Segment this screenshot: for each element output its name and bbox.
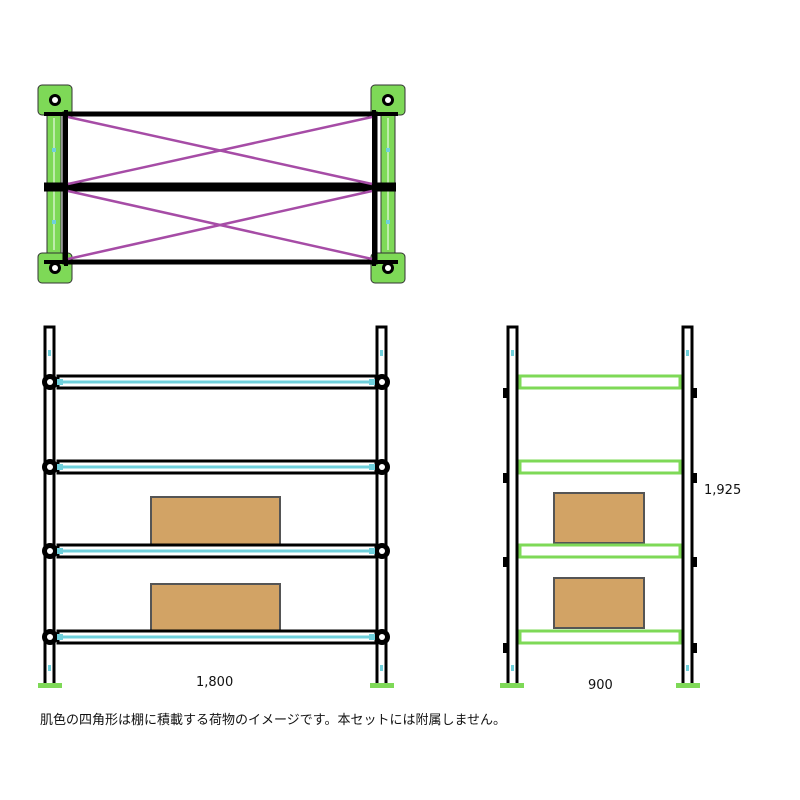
side-foot-right	[676, 683, 700, 688]
corner-plate-top-left	[37, 84, 73, 116]
side-foot-left	[500, 683, 524, 688]
top-view	[37, 84, 406, 284]
width-dimension-label: 1,800	[196, 675, 234, 690]
front-cargo-box-upper	[150, 496, 281, 546]
depth-dimension-label: 900	[588, 678, 613, 693]
front-cargo-box-lower	[150, 583, 281, 633]
front-foot-right	[370, 683, 394, 688]
top-view-marks	[52, 148, 390, 224]
side-cargo-box-upper	[553, 492, 645, 544]
front-shelf-4	[56, 629, 378, 645]
side-post-right	[681, 325, 694, 687]
front-view	[38, 325, 394, 688]
front-foot-left	[38, 683, 62, 688]
front-shelf-3	[56, 543, 378, 559]
height-dimension-label: 1,925	[704, 483, 742, 498]
side-post-left	[506, 325, 519, 687]
side-connectors	[503, 388, 697, 653]
cargo-note: 肌色の四角形は棚に積載する荷物のイメージです。本セットには附属しません。	[40, 713, 507, 728]
side-view	[500, 325, 700, 688]
cross-braces	[67, 115, 373, 261]
side-cargo-box-lower	[553, 577, 645, 629]
front-shelf-2	[56, 459, 378, 475]
corner-plate-top-right	[370, 84, 406, 116]
side-shelves	[518, 374, 682, 645]
front-shelf-1	[56, 374, 378, 390]
